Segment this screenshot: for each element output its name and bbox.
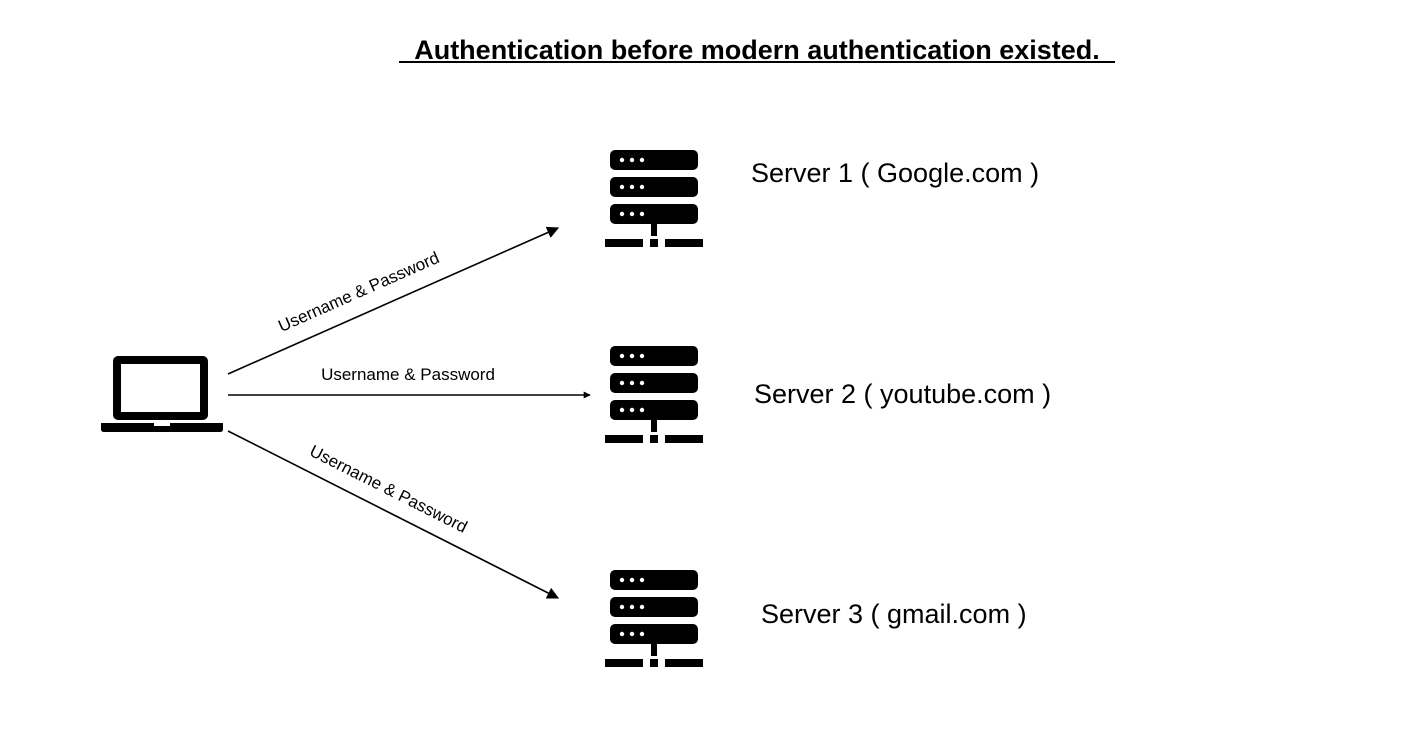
server-label-2: Server 2 ( youtube.com ) (754, 379, 1051, 409)
edge-label-3: Username & Password (307, 441, 471, 536)
diagram-title: Authentication before modern authenticat… (414, 35, 1100, 65)
edge-label-2: Username & Password (321, 365, 495, 384)
server-icon-1 (605, 150, 703, 247)
arrow-to-server-1 (227, 226, 560, 375)
edge-label-1: Username & Password (275, 248, 442, 336)
server-icon-2 (605, 346, 703, 443)
server-icon-3 (605, 570, 703, 667)
server-label-1: Server 1 ( Google.com ) (751, 158, 1039, 188)
arrow-to-server-3 (227, 430, 560, 599)
laptop-icon (101, 356, 223, 432)
server-label-3: Server 3 ( gmail.com ) (761, 599, 1027, 629)
